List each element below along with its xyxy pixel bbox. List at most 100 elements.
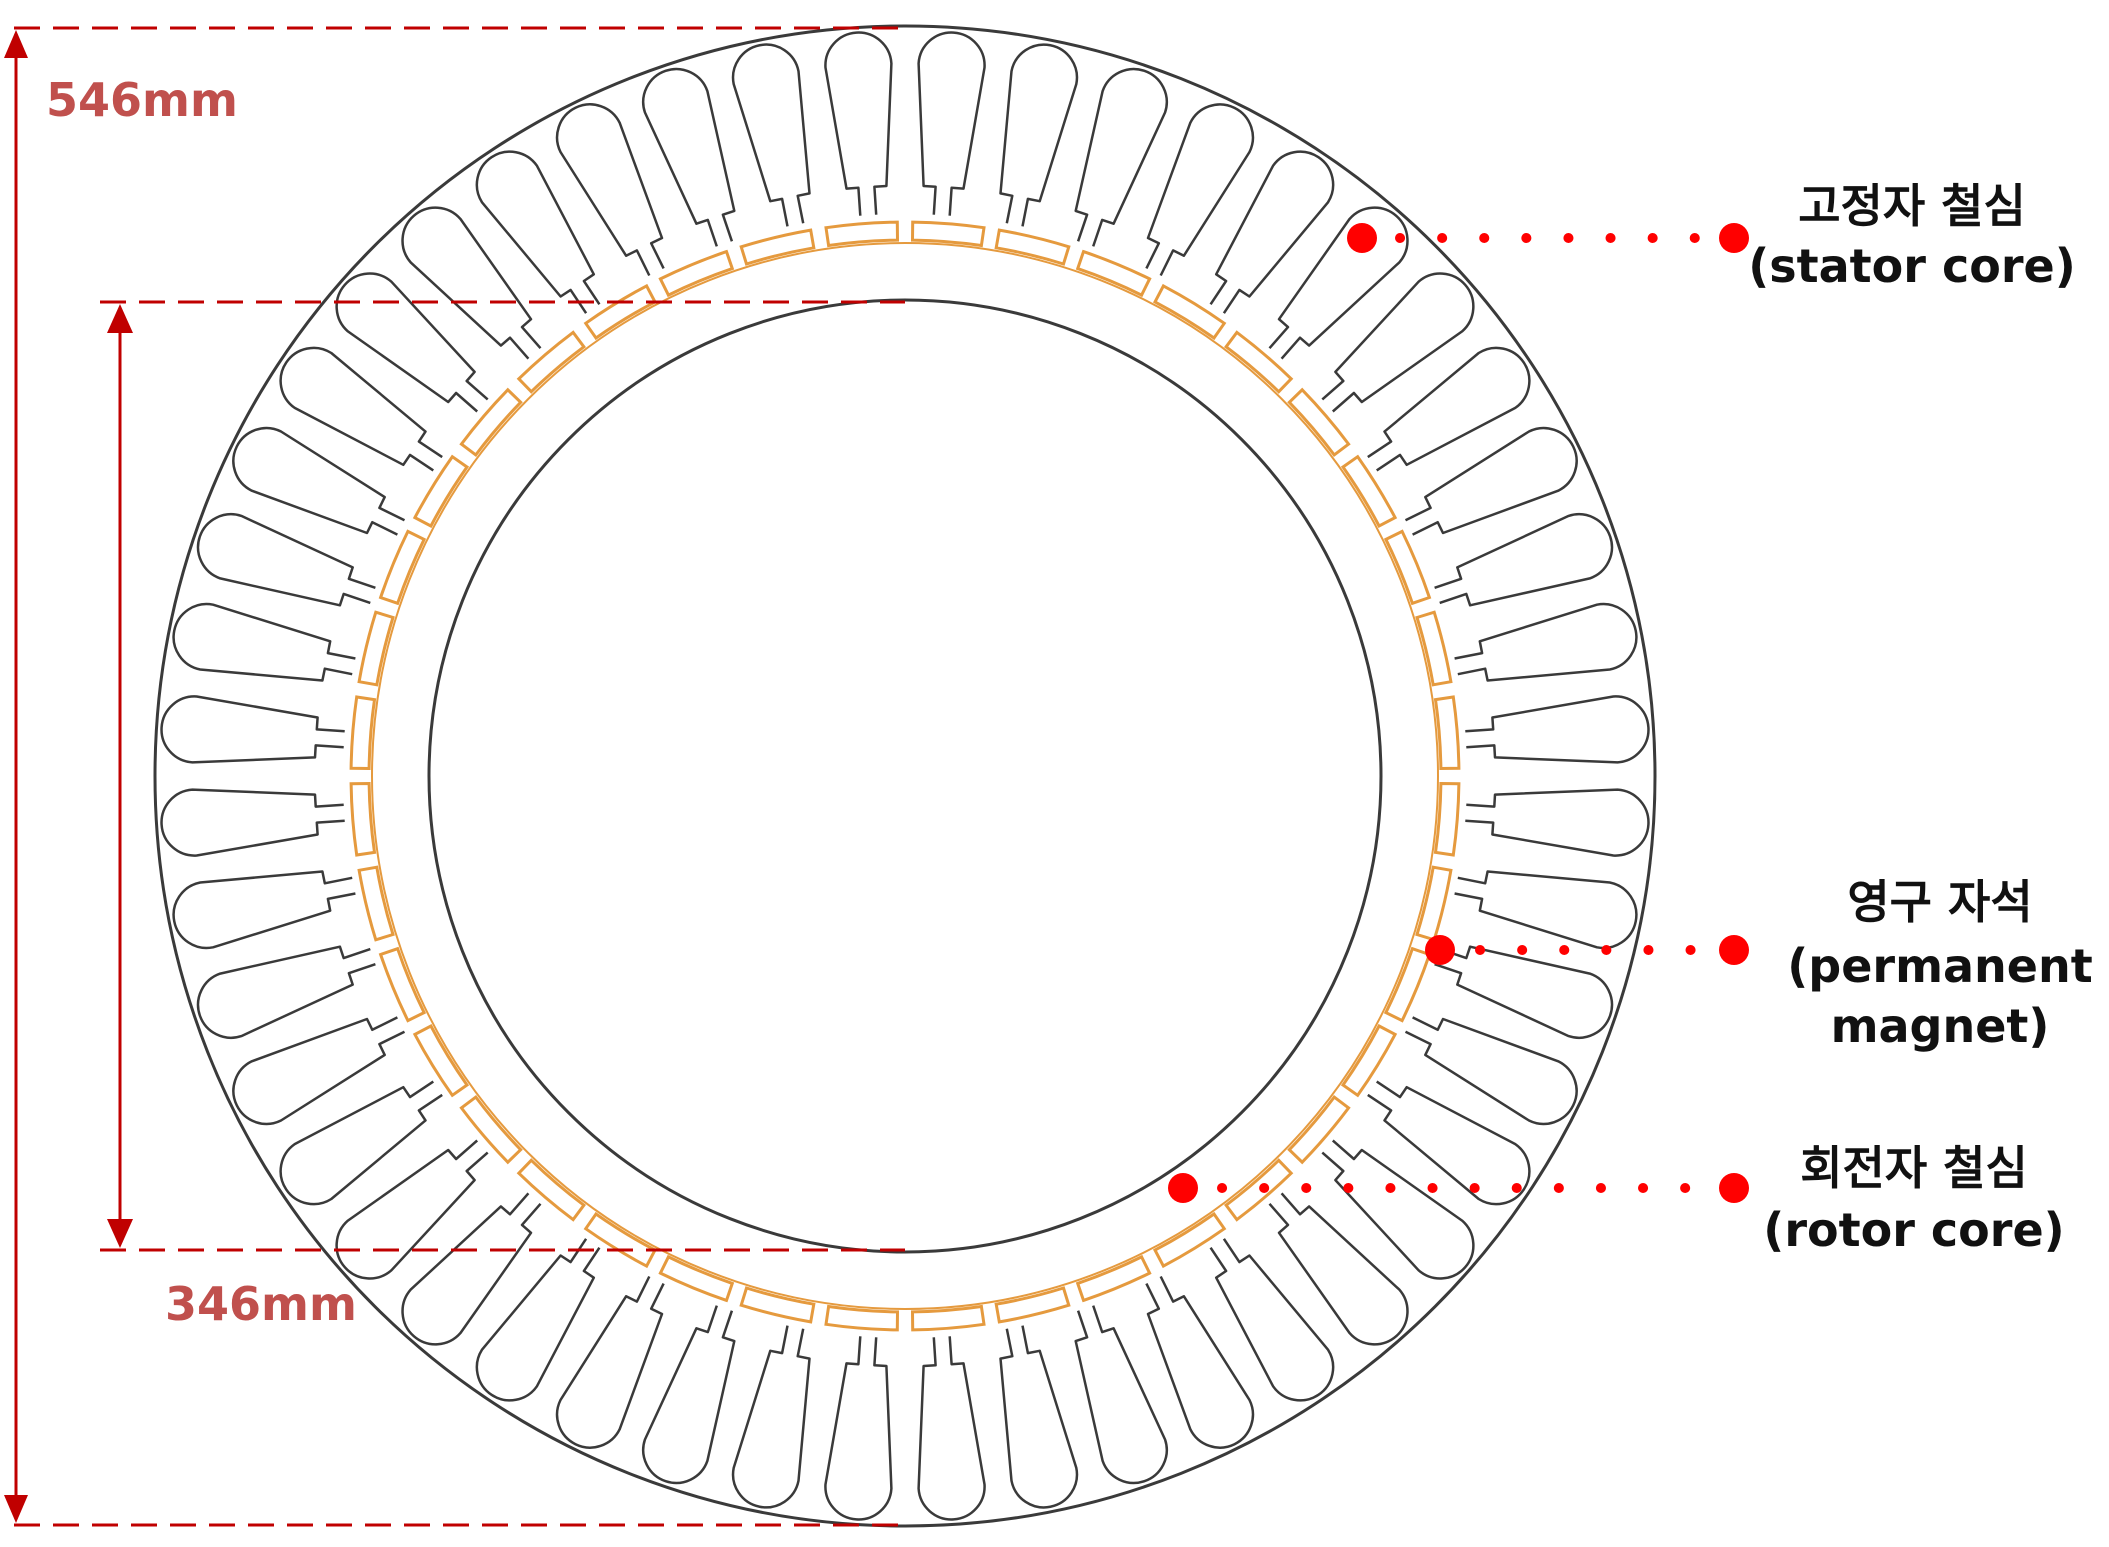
outer-dim-arrow-top xyxy=(4,30,28,58)
stator-callout-end-dot xyxy=(1719,223,1749,253)
rotor-label-korean: 회전자 철심 xyxy=(1800,1141,2028,1195)
stator-slot xyxy=(196,945,376,1039)
stator-slot xyxy=(232,1016,406,1126)
rotor-callout-end-dot xyxy=(1719,1173,1749,1203)
permanent-magnet xyxy=(412,1023,470,1098)
stator-slot xyxy=(1209,1238,1335,1402)
permanent-magnet xyxy=(824,220,900,248)
stator-slot xyxy=(1145,1275,1255,1449)
permanent-magnet xyxy=(1433,781,1461,857)
stator-slot xyxy=(1074,67,1168,247)
permanent-magnet xyxy=(1152,1211,1227,1269)
outer-diameter-dimension: 546mm xyxy=(4,26,905,1527)
stator-slot xyxy=(279,346,443,472)
stator-slot xyxy=(1367,1080,1531,1206)
stator-label-english: (stator core) xyxy=(1748,239,2076,293)
stator-slot xyxy=(824,31,893,216)
stator-slot xyxy=(1404,426,1578,536)
stator-slot xyxy=(1404,1016,1578,1126)
stator-slot xyxy=(1321,1139,1475,1280)
rotor-dim-arrow-bottom xyxy=(107,1219,133,1248)
permanent-magnet xyxy=(824,1304,900,1332)
stator-slot xyxy=(232,426,406,536)
permanent-magnet xyxy=(349,781,377,857)
stator-slot xyxy=(999,1325,1079,1509)
permanent-magnet xyxy=(910,1304,986,1332)
permanent-magnet xyxy=(583,283,658,341)
rotor-diameter-value: 346mm xyxy=(165,1277,357,1331)
rotor-core-outer-edge xyxy=(371,242,1439,1310)
permanent-magnet xyxy=(516,330,587,394)
stator-slot xyxy=(1321,272,1475,413)
permanent-magnet xyxy=(1075,249,1152,298)
permanent-magnet xyxy=(994,1286,1071,1324)
rotor-dim-arrow-top xyxy=(107,304,133,333)
stator-slots xyxy=(160,31,1650,1521)
stator-slot xyxy=(1434,945,1614,1039)
permanent-magnet xyxy=(1075,1254,1152,1303)
permanent-magnet xyxy=(378,529,427,606)
stator-slot xyxy=(917,31,986,216)
stator-slot xyxy=(555,1275,665,1449)
stator-slot xyxy=(1465,788,1650,857)
stator-slot xyxy=(1465,695,1650,764)
stator-slot xyxy=(475,1238,601,1402)
rotor-core-callout: 회전자 철심 (rotor core) xyxy=(1168,1141,2065,1257)
rotor-bore-circle xyxy=(427,298,1383,1254)
stator-slot xyxy=(917,1336,986,1521)
rotor-callout-start-dot xyxy=(1168,1173,1198,1203)
permanent-magnet xyxy=(739,1286,816,1324)
permanent-magnet xyxy=(658,1254,735,1303)
rotor-diameter-dimension: 346mm xyxy=(100,300,905,1331)
permanent-magnet-callout: 영구 자석 (permanent magnet) xyxy=(1425,875,2093,1053)
permanent-magnet-ring xyxy=(349,220,1461,1332)
stator-slot xyxy=(335,1139,489,1280)
permanent-magnet xyxy=(994,228,1071,266)
stator-slot xyxy=(172,602,356,682)
stator-slot xyxy=(401,206,542,360)
permanent-magnet xyxy=(1340,1023,1398,1098)
permanent-magnet xyxy=(1383,529,1432,606)
permanent-magnet xyxy=(459,387,523,458)
stator-outer-circle xyxy=(153,24,1657,1528)
permanent-magnet xyxy=(1223,1158,1294,1222)
permanent-magnet xyxy=(1433,695,1461,771)
permanent-magnet xyxy=(349,695,377,771)
magnet-callout-start-dot xyxy=(1425,935,1455,965)
permanent-magnet xyxy=(516,1158,587,1222)
permanent-magnet xyxy=(1287,387,1351,458)
stator-slot xyxy=(731,43,811,227)
permanent-magnet xyxy=(1287,1094,1351,1165)
permanent-magnet xyxy=(910,220,986,248)
stator-slot xyxy=(1268,206,1409,360)
stator-slot xyxy=(160,788,345,857)
stator-slot xyxy=(642,67,736,247)
stator-slot xyxy=(642,1305,736,1485)
magnet-callout-end-dot xyxy=(1719,935,1749,965)
stator-label-korean: 고정자 철심 xyxy=(1798,179,2026,233)
magnet-label-english-line2: magnet) xyxy=(1831,999,2050,1053)
stator-slot xyxy=(1268,1192,1409,1346)
stator-slot xyxy=(824,1336,893,1521)
permanent-magnet xyxy=(658,249,735,298)
permanent-magnet xyxy=(583,1211,658,1269)
stator-slot xyxy=(1434,513,1614,607)
stator-slot xyxy=(1454,602,1638,682)
magnet-label-english-line1: (permanent xyxy=(1787,939,2093,993)
stator-slot xyxy=(1367,346,1531,472)
stator-slot xyxy=(160,695,345,764)
rotor-label-english: (rotor core) xyxy=(1763,1203,2064,1257)
stator-callout-start-dot xyxy=(1347,223,1377,253)
stator-slot xyxy=(1074,1305,1168,1485)
stator-slot xyxy=(475,150,601,314)
stator-slot xyxy=(1209,150,1335,314)
stator-core-callout: 고정자 철심 (stator core) xyxy=(1347,179,2076,293)
outer-diameter-value: 546mm xyxy=(46,73,238,127)
permanent-magnet xyxy=(1383,946,1432,1023)
magnet-label-korean: 영구 자석 xyxy=(1847,875,2032,929)
stator-slot xyxy=(999,43,1079,227)
stator-slot xyxy=(196,513,376,607)
stator-slot xyxy=(1145,103,1255,277)
permanent-magnet xyxy=(412,454,470,529)
